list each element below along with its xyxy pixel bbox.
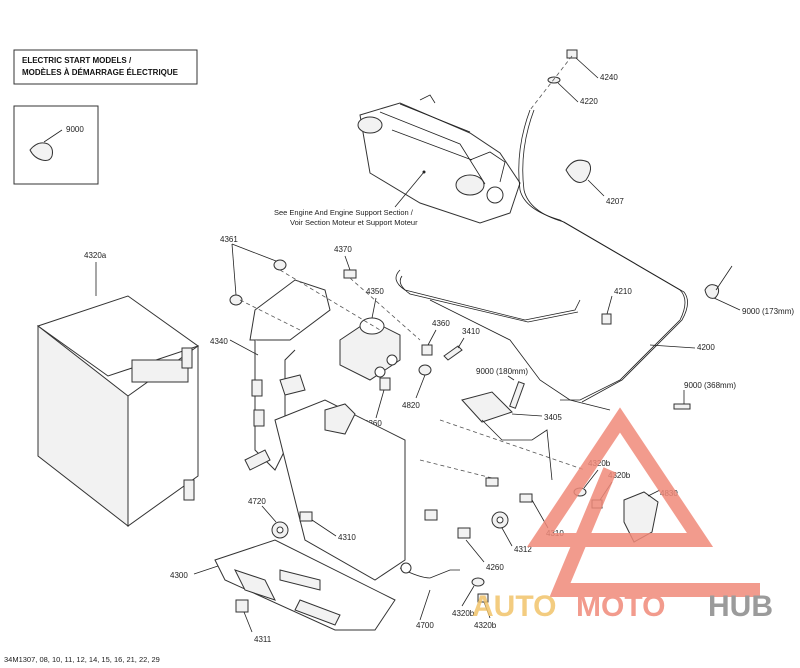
callout-9000-180: 9000 (180mm) bbox=[476, 367, 528, 376]
battery-4320a: 4320a bbox=[36, 251, 200, 528]
callout-4200: 4200 bbox=[697, 343, 715, 352]
callout-4320b-d: 4320b bbox=[474, 621, 497, 630]
callout-4350: 4350 bbox=[366, 287, 384, 296]
callout-4260: 4260 bbox=[486, 563, 504, 572]
part-4240: 4240 bbox=[566, 49, 618, 82]
callout-3405: 3405 bbox=[544, 413, 562, 422]
callout-4820: 4820 bbox=[402, 401, 420, 410]
bolt-upper bbox=[485, 477, 499, 487]
callout-3410: 3410 bbox=[462, 327, 480, 336]
bolt-right bbox=[519, 493, 533, 503]
inset-box: 9000 bbox=[13, 105, 99, 185]
part-4360-low: 4360 bbox=[364, 377, 391, 428]
bracket-4300: 4300 bbox=[170, 539, 396, 631]
watermark-text-a: AUTO bbox=[472, 590, 556, 623]
callout-4310-left: 4310 bbox=[338, 533, 356, 542]
bolt-center bbox=[457, 527, 471, 539]
part-4210: 4210 bbox=[601, 287, 632, 325]
part-4370: 4370 bbox=[334, 245, 357, 279]
part-9000-368: 9000 (368mm) bbox=[673, 381, 736, 410]
part-4310-left: 4310 bbox=[299, 511, 356, 542]
starter-motor bbox=[357, 94, 521, 224]
callout-4361: 4361 bbox=[220, 235, 238, 244]
watermark-triangle-outer bbox=[526, 407, 714, 547]
callout-9000-368: 9000 (368mm) bbox=[684, 381, 736, 390]
footer-code: 34M1307, 08, 10, 11, 12, 14, 15, 16, 21,… bbox=[4, 655, 160, 664]
callout-4312: 4312 bbox=[514, 545, 532, 554]
callout-4311: 4311 bbox=[254, 635, 272, 644]
header-box: ELECTRIC START MODELS / MODÈLES À DÉMARR… bbox=[13, 49, 198, 85]
callout-9000-inset: 9000 bbox=[66, 125, 84, 134]
watermark-text-b: MOTO bbox=[576, 590, 665, 623]
watermark: AUTO MOTO HUB bbox=[472, 407, 773, 623]
part-4260: 4260 bbox=[465, 539, 504, 572]
part-4207: 4207 bbox=[565, 159, 624, 206]
part-4220: 4220 bbox=[547, 76, 598, 106]
part-4312: 4312 bbox=[491, 511, 532, 554]
part-4361: 4361 bbox=[220, 235, 287, 306]
nut-center bbox=[424, 509, 438, 521]
callout-4360-low: 4360 bbox=[364, 419, 382, 428]
callout-4320b-b: 4320b bbox=[608, 471, 631, 480]
callout-4320b-c: 4320b bbox=[452, 609, 475, 618]
part-3410: 3410 bbox=[443, 327, 480, 361]
tray-plate bbox=[244, 399, 406, 581]
callout-4700: 4700 bbox=[416, 621, 434, 630]
relay-3405: 3405 bbox=[461, 391, 562, 481]
watermark-triangle-inner bbox=[549, 467, 760, 597]
callout-4207: 4207 bbox=[606, 197, 624, 206]
callout-4240: 4240 bbox=[600, 73, 618, 82]
callout-4720: 4720 bbox=[248, 497, 266, 506]
callout-4220: 4220 bbox=[580, 97, 598, 106]
note-line2: Voir Section Moteur et Support Moteur bbox=[290, 218, 418, 227]
part-4820: 4820 bbox=[402, 364, 432, 410]
callout-4370: 4370 bbox=[334, 245, 352, 254]
header-line1: ELECTRIC START MODELS / bbox=[22, 56, 132, 65]
part-4720: 4720 bbox=[248, 497, 289, 539]
header-line2: MODÈLES À DÉMARRAGE ÉLECTRIQUE bbox=[22, 68, 179, 77]
part-9000-180: 9000 (180mm) bbox=[476, 367, 528, 409]
callout-4300: 4300 bbox=[170, 571, 188, 580]
callout-4360-top: 4360 bbox=[432, 319, 450, 328]
callout-4340: 4340 bbox=[210, 337, 228, 346]
part-4311: 4311 bbox=[235, 599, 272, 644]
part-4360-top: 4360 bbox=[421, 319, 450, 356]
part-9000-173: 9000 (173mm) bbox=[704, 265, 794, 316]
watermark-text-c: HUB bbox=[708, 590, 773, 623]
cable-4700: 4700 bbox=[399, 562, 460, 630]
cable-tie-icon bbox=[29, 142, 53, 161]
callout-4210: 4210 bbox=[614, 287, 632, 296]
callout-9000-173: 9000 (173mm) bbox=[742, 307, 794, 316]
part-4320b-bottom: 4320b 4320b bbox=[452, 577, 497, 630]
solenoid-4350: 4350 bbox=[339, 287, 401, 381]
note-line1: See Engine And Engine Support Section / bbox=[274, 208, 414, 217]
callout-4320a: 4320a bbox=[84, 251, 107, 260]
